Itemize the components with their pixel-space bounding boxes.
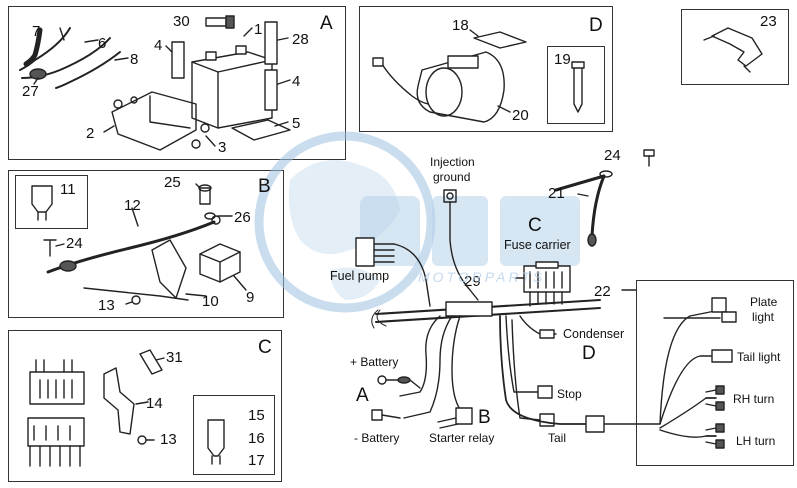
part-number: 1 <box>254 21 263 38</box>
part-number: 10 <box>202 293 219 310</box>
harness-letter-a: A <box>356 385 369 406</box>
label-plus-battery: + Battery <box>350 355 399 369</box>
label-injection-ground-line1: Injection <box>430 155 475 169</box>
part-number: 20 <box>512 107 529 124</box>
label-fuse-carrier: Fuse carrier <box>504 238 571 252</box>
section-box-b <box>8 170 284 318</box>
part-number: 6 <box>98 35 107 52</box>
label-minus-battery: - Battery <box>354 431 400 445</box>
part-number: 29 <box>464 273 481 290</box>
harness-letter-d: D <box>582 343 596 364</box>
label-injection-ground-line2: ground <box>433 170 471 184</box>
part-number: 25 <box>164 174 181 191</box>
label-stop: Stop <box>557 387 582 401</box>
part-number: 3 <box>218 139 227 156</box>
label-tail: Tail <box>548 431 567 445</box>
part-number: 15 <box>248 407 265 424</box>
part-number: 24 <box>66 235 83 252</box>
section-letter-c: C <box>258 337 272 358</box>
label-condenser: Condenser <box>563 327 625 341</box>
label-lh-turn: LH turn <box>736 434 776 448</box>
part-number: 26 <box>234 209 251 226</box>
sub-box-15-17 <box>193 395 275 475</box>
part-number: 18 <box>452 17 469 34</box>
part-number: 13 <box>160 431 177 448</box>
part-number: 8 <box>130 51 139 68</box>
label-tail-light: Tail light <box>737 350 781 364</box>
section-box-d <box>359 6 613 132</box>
part-number: 11 <box>60 181 76 198</box>
section-box-23 <box>681 9 789 85</box>
label-rh-turn: RH turn <box>733 392 775 406</box>
part-number: 19 <box>554 51 571 68</box>
part-number: 12 <box>124 197 141 214</box>
harness-letter-c: C <box>528 215 542 236</box>
part-number: 9 <box>246 289 255 306</box>
part-number: 17 <box>248 452 265 469</box>
section-letter-a: A <box>320 13 333 34</box>
watermark-subtext: MOTORPARTS <box>418 269 546 285</box>
part-number: 23 <box>760 13 777 30</box>
section-letter-b: B <box>258 176 271 197</box>
section-letter-d: D <box>589 15 603 36</box>
part-number: 21 <box>548 185 565 202</box>
part-number: 24 <box>604 147 621 164</box>
part-number: 28 <box>292 31 309 48</box>
sub-box-19 <box>547 46 605 124</box>
part-number: 30 <box>173 13 190 30</box>
section-box-c <box>8 330 282 482</box>
part-number: 4 <box>292 73 301 90</box>
part-number: 14 <box>146 395 163 412</box>
section-box-a <box>8 6 346 160</box>
sub-box-22-rear <box>636 280 794 466</box>
part-number: 2 <box>86 125 95 142</box>
part-number: 27 <box>22 83 39 100</box>
part-number: 4 <box>154 37 163 54</box>
part-number: 7 <box>32 23 41 40</box>
part-number: 16 <box>248 430 265 447</box>
label-plate-light-line2: light <box>752 310 775 324</box>
part-number: 5 <box>292 115 301 132</box>
label-fuel-pump: Fuel pump <box>330 269 390 283</box>
label-starter-relay: Starter relay <box>429 431 495 445</box>
part-number: 31 <box>166 349 183 366</box>
sub-box-11 <box>15 175 88 229</box>
label-plate-light-line1: Plate <box>750 295 778 309</box>
part-number: 13 <box>98 297 115 314</box>
part-number: 22 <box>594 283 611 300</box>
harness-letter-b: B <box>478 407 491 428</box>
